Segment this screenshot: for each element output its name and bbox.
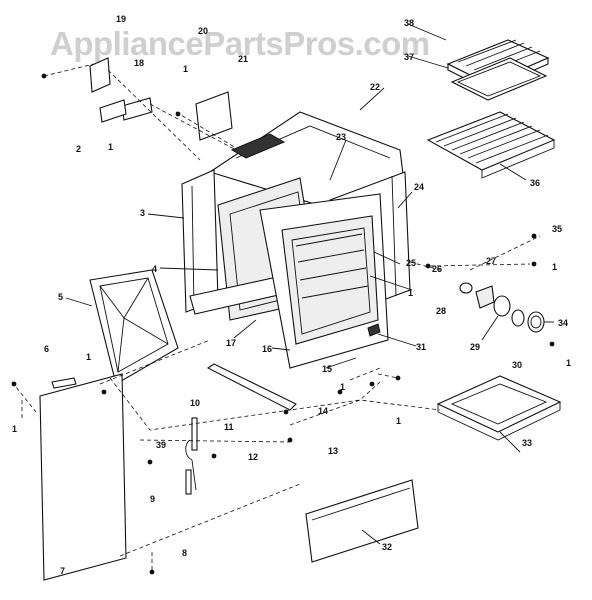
- label-35: 35: [552, 224, 562, 234]
- label-1-extra: 1: [340, 382, 345, 392]
- label-37: 37: [404, 52, 414, 62]
- label-15: 15: [322, 364, 332, 374]
- label-8: 8: [182, 548, 187, 558]
- leader-lines: [11, 63, 541, 572]
- label-1-extra: 1: [408, 288, 413, 298]
- bracket-part-2: [99, 99, 127, 123]
- label-1-extra: 1: [12, 424, 17, 434]
- label-pointers: [65, 23, 554, 545]
- label-13: 13: [328, 446, 338, 456]
- ring-part-34: [527, 311, 545, 333]
- label-33: 33: [522, 438, 532, 448]
- drawer-front-part-32: [305, 479, 419, 563]
- oven-front-frame-part: [259, 193, 389, 369]
- screws: [11, 73, 555, 575]
- rail-part-11: [206, 363, 297, 411]
- label-36: 36: [530, 178, 540, 188]
- label-26: 26: [432, 264, 442, 274]
- label-23: 23: [336, 132, 346, 142]
- label-4: 4: [152, 264, 157, 274]
- label-30: 30: [512, 360, 522, 370]
- label-29: 29: [470, 342, 480, 352]
- label-12: 12: [248, 452, 258, 462]
- oven-rack-part: [426, 111, 556, 179]
- vent-part-21: [195, 91, 233, 141]
- label-25: 25: [406, 258, 416, 268]
- clip-part-31: [367, 323, 381, 337]
- label-22: 22: [370, 82, 380, 92]
- drawer-tray-part-33: [436, 375, 562, 441]
- label-24: 24: [414, 182, 424, 192]
- label-3: 3: [140, 208, 145, 218]
- side-panel-part-7: [39, 373, 127, 581]
- label-2: 2: [76, 144, 81, 154]
- label-39: 39: [156, 440, 166, 450]
- part-labels: 1 2 3 4 5 6 7 8 9 10 11 12 13 14 15 16 1…: [12, 14, 571, 576]
- label-19: 19: [116, 14, 126, 24]
- label-1-extra: 1: [396, 416, 401, 426]
- watermark-text: AppliancePartsPros.com: [50, 25, 430, 62]
- label-28: 28: [436, 306, 446, 316]
- label-34: 34: [558, 318, 568, 328]
- label-1-extra: 1: [108, 142, 113, 152]
- label-32: 32: [382, 542, 392, 552]
- label-27: 27: [486, 256, 496, 266]
- label-1-extra: 1: [552, 262, 557, 272]
- label-1: 1: [183, 64, 188, 74]
- ring-part-30: [511, 309, 525, 327]
- label-17: 17: [226, 338, 236, 348]
- strip-part-6: [51, 377, 77, 389]
- panel-part-5: [89, 269, 179, 385]
- label-6: 6: [44, 344, 49, 354]
- bracket-part-19: [89, 57, 111, 93]
- label-9: 9: [150, 494, 155, 504]
- ring-part-29: [493, 295, 511, 317]
- label-1-extra: 1: [86, 352, 91, 362]
- label-31: 31: [416, 342, 426, 352]
- label-10: 10: [190, 398, 200, 408]
- knob-part-27: [475, 285, 495, 309]
- label-5: 5: [58, 292, 63, 302]
- label-21: 21: [238, 54, 248, 64]
- label-16: 16: [262, 344, 272, 354]
- label-14: 14: [318, 406, 328, 416]
- broiler-pan-part: [446, 39, 550, 101]
- label-7: 7: [60, 566, 65, 576]
- label-1-extra: 1: [566, 358, 571, 368]
- label-38: 38: [404, 18, 414, 28]
- label-11: 11: [224, 422, 234, 432]
- knob-part-28: [459, 282, 473, 294]
- label-20: 20: [198, 26, 208, 36]
- bracket-part-18: [121, 97, 153, 121]
- label-18: 18: [134, 58, 144, 68]
